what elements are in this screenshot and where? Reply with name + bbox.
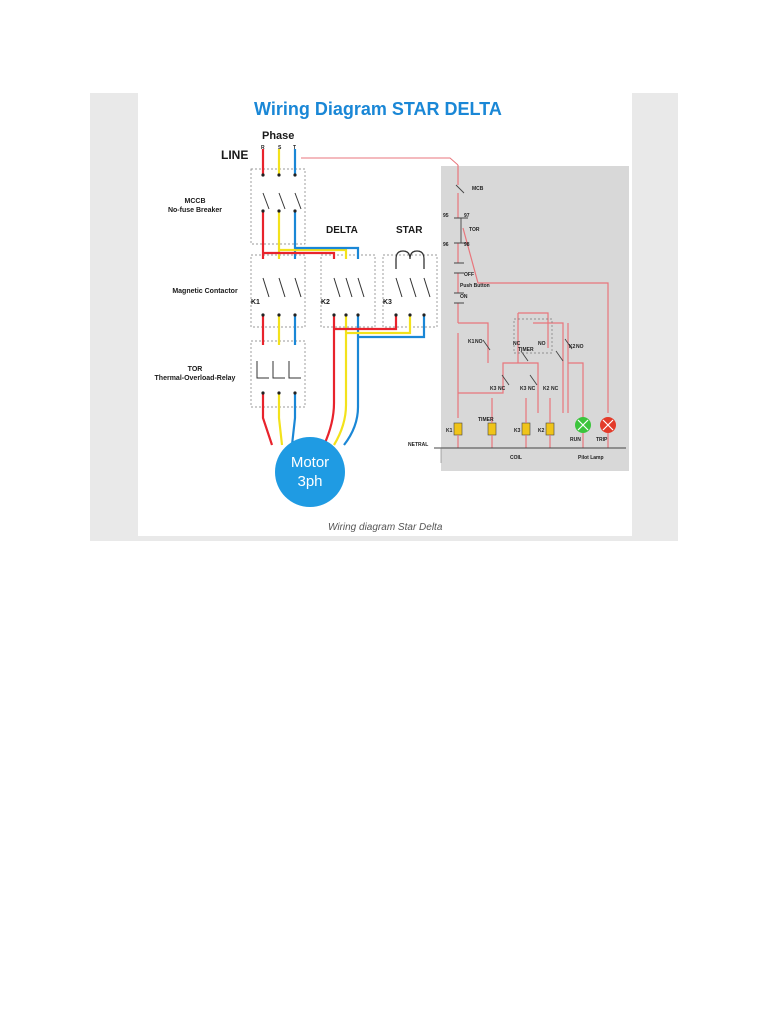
line-label: LINE — [221, 148, 248, 162]
timer-contact-label: TIMER — [518, 347, 534, 353]
k3-nc2-label: K3 — [520, 386, 527, 392]
control-tor-label: TOR — [469, 227, 480, 233]
pilot-lamp-label: Pilot Lamp — [578, 455, 604, 461]
k3-nc-label: K3 — [490, 386, 497, 392]
motor-label: Motor — [291, 454, 329, 471]
k2-nc-label: K2 — [543, 386, 550, 392]
coil-k3 — [521, 422, 531, 436]
k3-contacts — [394, 277, 431, 317]
k3-nc2-type: NC — [528, 386, 536, 392]
coil-k1 — [453, 422, 463, 436]
star-label: STAR — [396, 225, 423, 236]
terminal-98-label: 98 — [464, 242, 470, 248]
trip-label: TRIP — [596, 437, 608, 443]
terminal-97-label: 97 — [464, 213, 470, 219]
coil-k3-label: K3 — [514, 428, 521, 434]
coil-k2-label: K2 — [538, 428, 545, 434]
k2-label: K2 — [321, 299, 330, 306]
timer-no-label: NO — [538, 341, 546, 347]
k2-nc-type: NC — [551, 386, 559, 392]
run-label: RUN — [570, 437, 581, 443]
terminal-96-label: 96 — [443, 242, 449, 248]
on-button-label: ON — [460, 294, 468, 300]
k1-no-label: K1 — [468, 339, 475, 345]
delta-label: DELTA — [326, 225, 358, 236]
coil-group-label: COIL — [510, 455, 522, 461]
k1-no-type: NO — [475, 339, 483, 345]
off-button-label: OFF — [464, 272, 474, 278]
phase-r-label: R — [261, 145, 265, 151]
k1-label: K1 — [251, 299, 260, 306]
phase-label: Phase — [262, 130, 294, 142]
motor-3ph-circle — [275, 437, 345, 507]
k2-contacts — [332, 277, 365, 317]
netral-label: NETRAL — [408, 442, 428, 448]
tor-sub-label: Thermal-Overload-Relay — [155, 375, 236, 382]
control-circuit-panel — [441, 166, 629, 471]
tor-label: TOR — [188, 366, 203, 373]
k2-box — [320, 254, 376, 328]
k1-contacts — [261, 277, 302, 317]
diagram-title: Wiring Diagram STAR DELTA — [254, 99, 502, 119]
phase-t-label: T — [293, 145, 296, 151]
coil-timer-label: TIMER — [478, 417, 494, 423]
coil-k2 — [545, 422, 555, 436]
k3-nc-type: NC — [498, 386, 506, 392]
phase-s-label: S — [278, 145, 282, 151]
diagram-figure: Wiring Diagram STAR DELTA Phase LINE R S… — [138, 93, 632, 536]
timer-nc-label: NC — [513, 341, 521, 347]
k2-no-label: K2 — [569, 344, 576, 350]
control-circuit — [434, 165, 626, 463]
contactor-label: Magnetic Contactor — [172, 288, 238, 295]
push-button-label: Push Button — [460, 283, 490, 289]
phase-wires — [261, 149, 459, 446]
figure-caption: Wiring diagram Star Delta — [328, 522, 443, 533]
terminal-95-label: 95 — [443, 213, 449, 219]
star-delta-wiring-diagram: Wiring Diagram STAR DELTA Phase LINE R S… — [155, 99, 629, 533]
coil-timer — [487, 422, 497, 436]
motor-3ph-label: 3ph — [297, 473, 322, 490]
tor-contacts — [256, 361, 301, 395]
k3-label: K3 — [383, 299, 392, 306]
mcb-label: MCB — [472, 186, 484, 192]
k2-no-type: NO — [576, 344, 584, 350]
mccb-sub-label: No-fuse Breaker — [168, 207, 222, 214]
mccb-contacts — [261, 173, 302, 213]
coil-k1-label: K1 — [446, 428, 453, 434]
mccb-label: MCCB — [185, 198, 206, 205]
